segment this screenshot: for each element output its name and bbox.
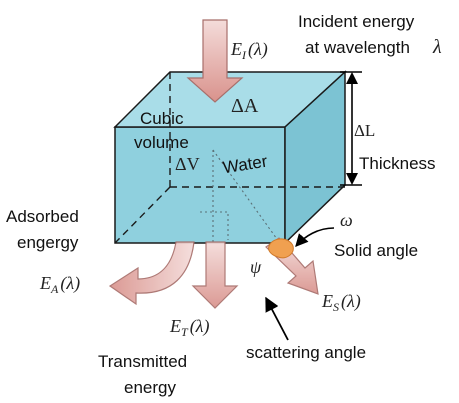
thickness-label: Thickness [359,154,436,173]
symbol-psi: ψ [250,257,262,277]
adsorbed-energy-arrow [108,241,195,306]
incident-energy-arrow [186,19,244,103]
solid-angle-label: Solid angle [334,241,418,260]
symbol-e-scattered: ES(λ) [321,291,361,314]
symbol-omega: ω [340,210,353,230]
thickness-dimension [340,71,362,186]
solid-angle-pointer [295,227,335,247]
solid-angle-marker [268,238,294,259]
scattering-angle-label: scattering angle [246,343,366,362]
transmitted-label-line1: Transmitted [98,352,187,371]
transmitted-energy-arrow [191,241,239,309]
symbol-delta-v: ΔV [175,154,200,174]
adsorbed-label-line2: engergy [17,233,79,252]
incident-label-lambda: λ [432,36,442,58]
symbol-e-adsorbed: EA(λ) [39,273,80,296]
scattering-guide-lines [200,149,283,247]
cube-hidden-edges [114,72,345,244]
incident-label-line1: Incident energy [298,12,415,31]
symbol-delta-a: ΔA [231,95,259,117]
symbol-e-transmitted: ET(λ) [169,316,209,339]
symbol-delta-l: ΔL [354,121,375,140]
adsorbed-label-line1: Adsorbed [6,207,79,226]
cubic-label-line1: Cubic [140,109,184,128]
transmitted-label-line2: energy [124,378,176,397]
symbol-e-incident: EI(λ) [230,39,268,62]
incident-label-line2: at wavelength [305,38,410,57]
scattering-angle-pointer [265,296,289,341]
cubic-label-line2: volume [134,133,189,152]
